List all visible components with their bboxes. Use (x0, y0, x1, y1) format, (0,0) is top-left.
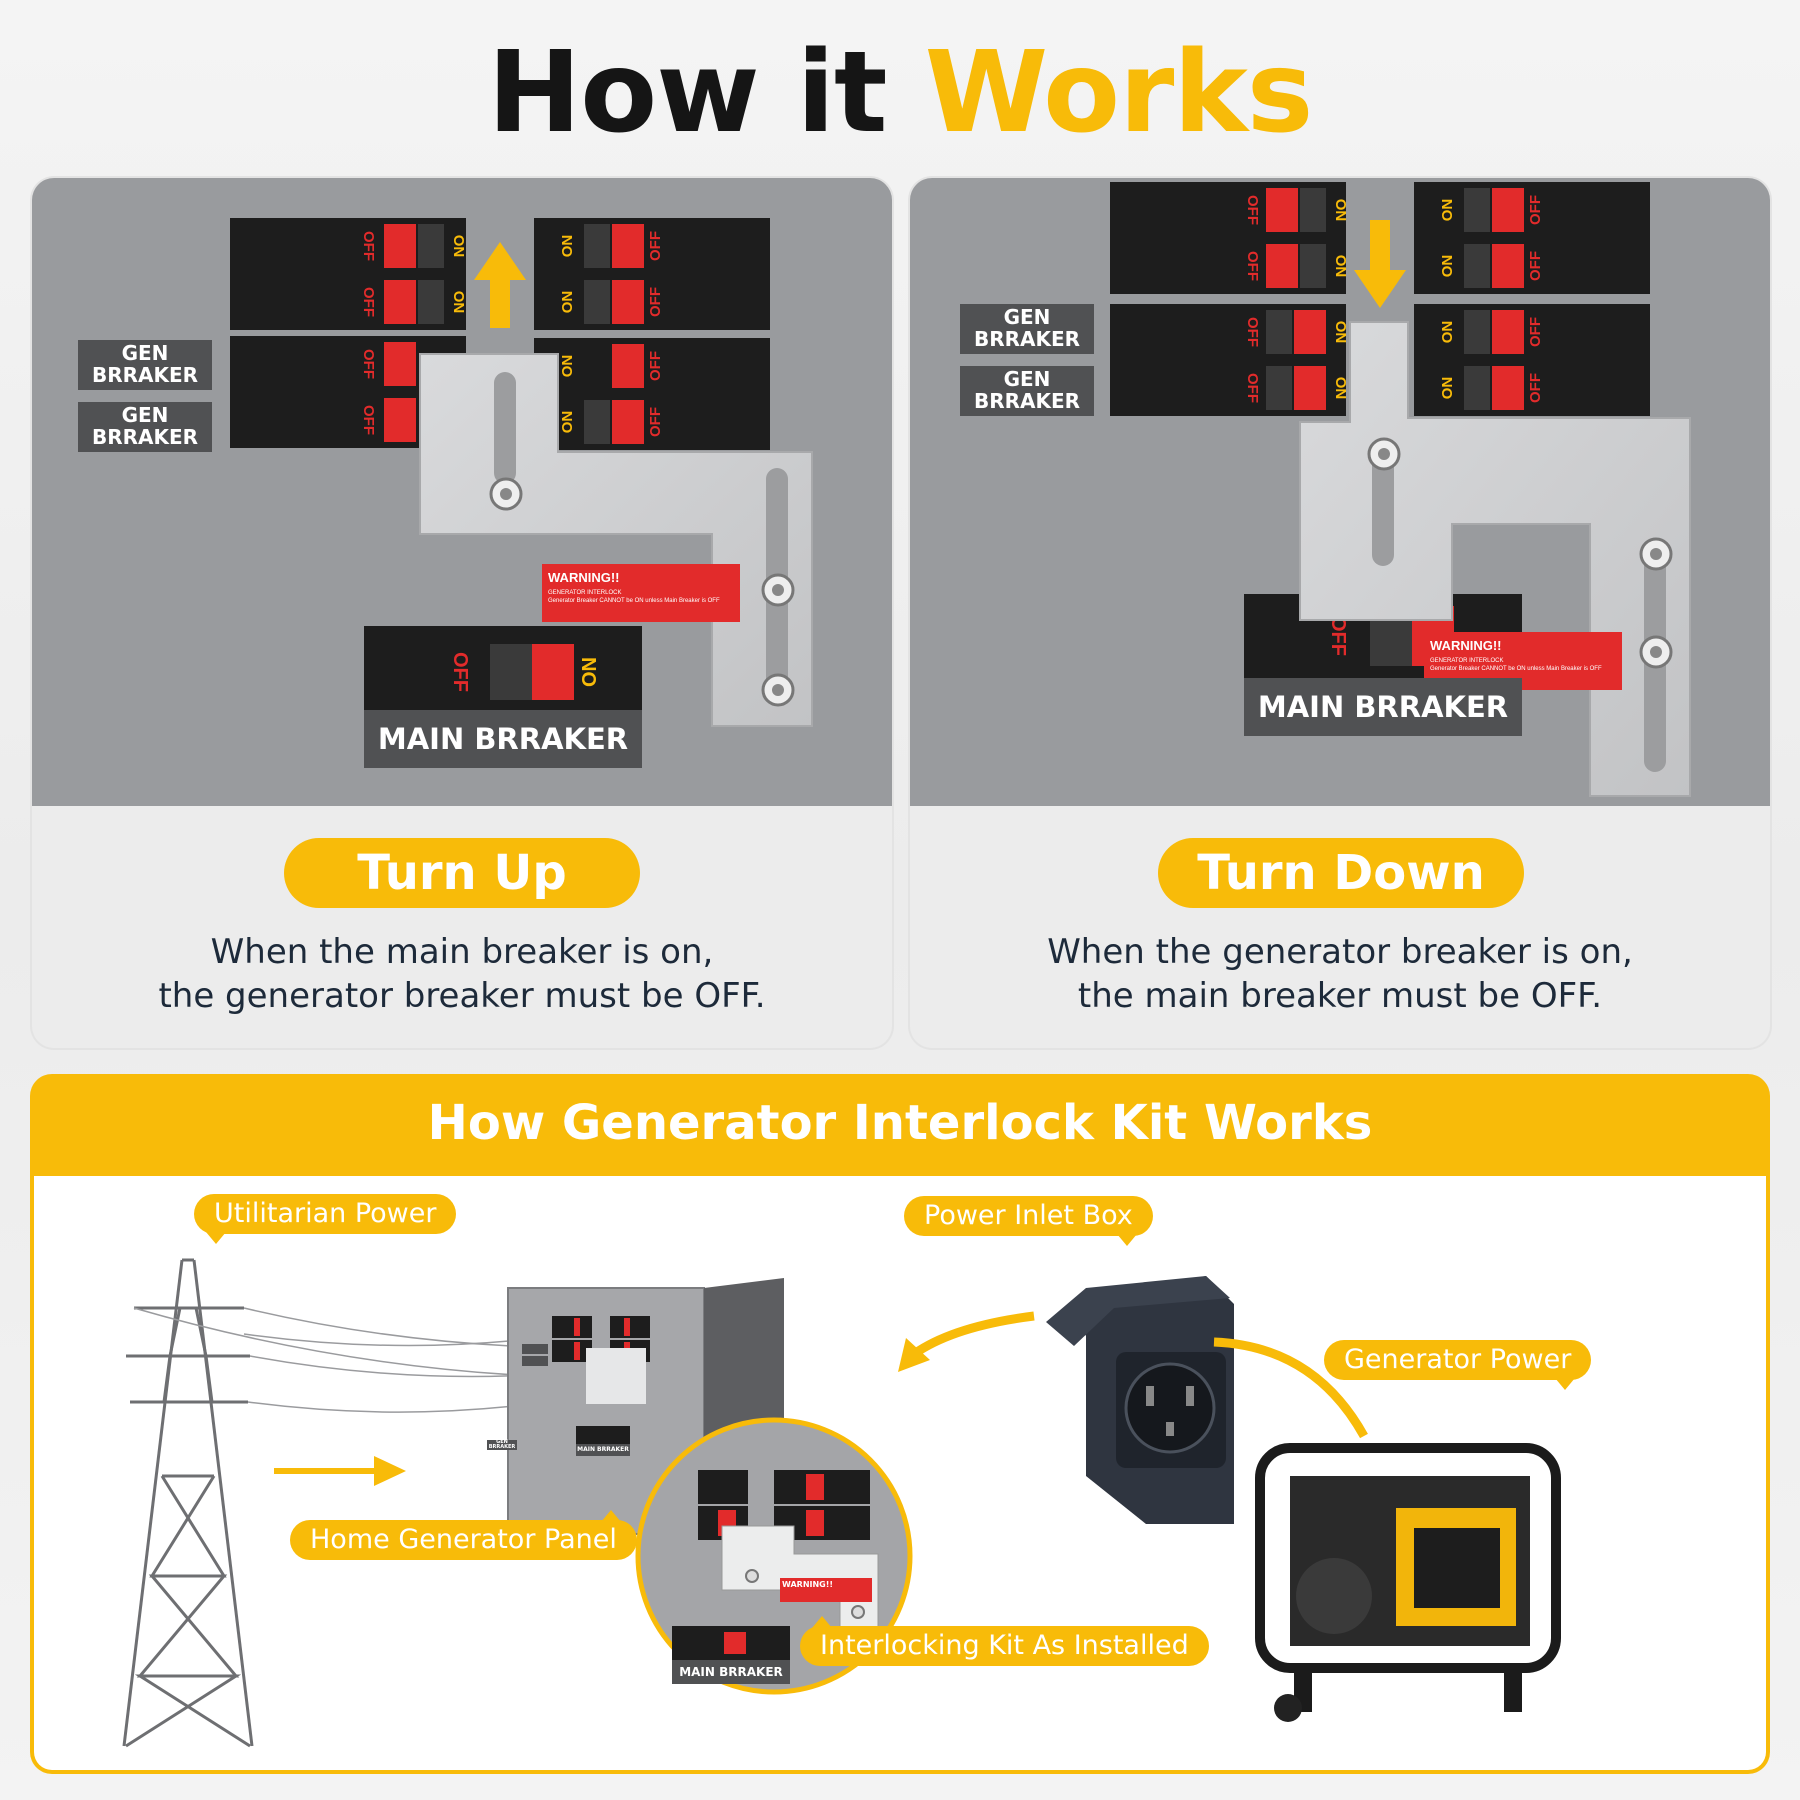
breaker-row (1414, 238, 1650, 294)
power-inlet-tag: Power Inlet Box (904, 1196, 1153, 1246)
main-breaker-label: MAIN BRRAKER (1244, 678, 1522, 736)
arrow-to-inset (898, 1311, 1035, 1372)
svg-text:OFF: OFF (647, 231, 664, 261)
arrow-to-panel (274, 1456, 406, 1486)
inset-warning-title: WARNING!! (782, 1580, 834, 1589)
flow-illustration (122, 1258, 1561, 1748)
warning-text: Generator Breaker CANNOT be ON unless Ma… (1430, 666, 1602, 672)
up-arrow (474, 242, 526, 328)
home-panel-tag: Home Generator Panel (290, 1510, 637, 1560)
svg-text:ON: ON (1332, 255, 1349, 278)
svg-text:OFF: OFF (1244, 373, 1261, 403)
svg-text:ON: ON (559, 411, 576, 434)
main-breaker: OFF ON (364, 626, 642, 710)
warning-text: Generator Breaker CANNOT be ON unless Ma… (548, 598, 720, 604)
generator-icon (1255, 1443, 1561, 1722)
breaker-row (1414, 182, 1650, 238)
gen-breaker-label: GEN BRRAKER (78, 402, 212, 452)
svg-text:OFF: OFF (360, 287, 377, 317)
svg-text:OFF: OFF (1244, 251, 1261, 281)
svg-text:OFF: OFF (647, 351, 664, 381)
breaker-row (534, 218, 770, 274)
svg-text:OFF: OFF (360, 405, 377, 435)
breaker-text: ON ON ON ON ON ON ON ON (1332, 199, 1456, 400)
svg-text:OFF: OFF (1527, 251, 1544, 281)
svg-text:ON: ON (1332, 377, 1349, 400)
svg-text:OFF: OFF (1244, 317, 1261, 347)
breaker-row (534, 274, 770, 330)
main-breaker-label: MAIN BRRAKER (577, 1446, 629, 1453)
breaker-text: ON ON ON ON ON ON (450, 235, 576, 434)
interlock-kit-inset (635, 1417, 913, 1695)
breaker-row (1110, 304, 1346, 360)
warning-title: WARNING!! (548, 570, 620, 585)
breaker-text: OFF OFF OFF OFF OFF OFF OFF OFF (1244, 195, 1544, 403)
generator-power-tag: Generator Power (1324, 1340, 1592, 1390)
svg-text:OFF: OFF (360, 231, 377, 261)
gen-breaker-label: GEN BRRAKER (487, 1439, 517, 1450)
warning-sub: GENERATOR INTERLOCK (548, 590, 622, 596)
gen-breaker-label: GEN BRRAKER (960, 304, 1094, 354)
utility-power-tag: Utilitarian Power (194, 1194, 457, 1244)
gen-breaker-label: GEN BRRAKER (960, 366, 1094, 416)
svg-text:ON: ON (579, 657, 601, 687)
svg-text:ON: ON (559, 291, 576, 314)
interlock-kit-tag: Interlocking Kit As Installed (800, 1616, 1209, 1666)
svg-text:OFF: OFF (1527, 195, 1544, 225)
svg-text:ON: ON (559, 355, 576, 378)
breaker-row (534, 394, 770, 450)
breaker-row (1110, 182, 1346, 238)
breaker-row (1110, 360, 1346, 416)
svg-text:OFF: OFF (449, 652, 471, 692)
svg-text:OFF: OFF (647, 407, 664, 437)
turn-up-description: When the main breaker is on,the generato… (158, 932, 766, 1016)
turn-up-heading: Turn Up (284, 838, 640, 908)
inset-main-breaker-label: MAIN BRRAKER (679, 1665, 783, 1679)
section-body: GEN BRRAKER MAIN BRRAKER MAIN BRRAKER WA… (34, 1176, 1766, 1770)
section-title: How Generator Interlock Kit Works (427, 1095, 1373, 1151)
breaker-diagram: OFF OFF OFF OFF OFF OFF OFF OFF ON ON ON… (1110, 182, 1691, 797)
panel-turn-up: OFF OFF OFF OFF OFF OFF OFF OFF ON ON ON… (32, 178, 892, 1048)
interlock-plate (1299, 321, 1691, 797)
svg-text:OFF: OFF (1527, 317, 1544, 347)
svg-text:OFF: OFF (360, 349, 377, 379)
down-arrow (1354, 220, 1406, 308)
svg-text:ON: ON (1439, 321, 1456, 344)
warning-title: WARNING!! (1430, 638, 1502, 653)
turn-down-heading: Turn Down (1158, 838, 1524, 908)
panel-turn-down: OFF OFF OFF OFF OFF OFF OFF OFF ON ON ON… (910, 178, 1770, 1048)
svg-text:OFF: OFF (1244, 195, 1261, 225)
gen-breaker-label: GEN BRRAKER (78, 340, 212, 390)
interlock-kit-section: How Generator Interlock Kit Works (30, 1074, 1770, 1774)
svg-text:ON: ON (1439, 199, 1456, 222)
svg-text:ON: ON (1332, 321, 1349, 344)
svg-text:ON: ON (450, 291, 467, 314)
svg-text:OFF: OFF (647, 287, 664, 317)
breaker-row (230, 218, 466, 274)
main-breaker-label: MAIN BRRAKER (364, 710, 642, 768)
power-tower-icon (122, 1258, 254, 1748)
turn-down-description: When the generator breaker is on,the mai… (1047, 932, 1633, 1016)
svg-text:OFF: OFF (1527, 373, 1544, 403)
svg-text:ON: ON (1439, 377, 1456, 400)
breaker-row (1414, 304, 1650, 360)
power-inlet-box-icon (1046, 1276, 1234, 1524)
breaker-row (1414, 360, 1650, 416)
breaker-row (230, 274, 466, 330)
arrow-from-generator (1213, 1337, 1368, 1439)
interlock-plate (419, 353, 813, 727)
page-title: How it Works (487, 28, 1314, 158)
breaker-diagram: OFF OFF OFF OFF OFF OFF OFF OFF ON ON ON… (230, 218, 813, 727)
warning-sub: GENERATOR INTERLOCK (1430, 658, 1504, 664)
breaker-row (1110, 238, 1346, 294)
svg-text:ON: ON (1439, 255, 1456, 278)
svg-text:ON: ON (559, 235, 576, 258)
breaker-row (534, 338, 770, 394)
svg-text:ON: ON (450, 235, 467, 258)
breaker-text: OFF OFF OFF OFF OFF OFF OFF OFF (360, 231, 664, 437)
svg-text:OFF: OFF (1327, 616, 1349, 656)
svg-text:ON: ON (1332, 199, 1349, 222)
